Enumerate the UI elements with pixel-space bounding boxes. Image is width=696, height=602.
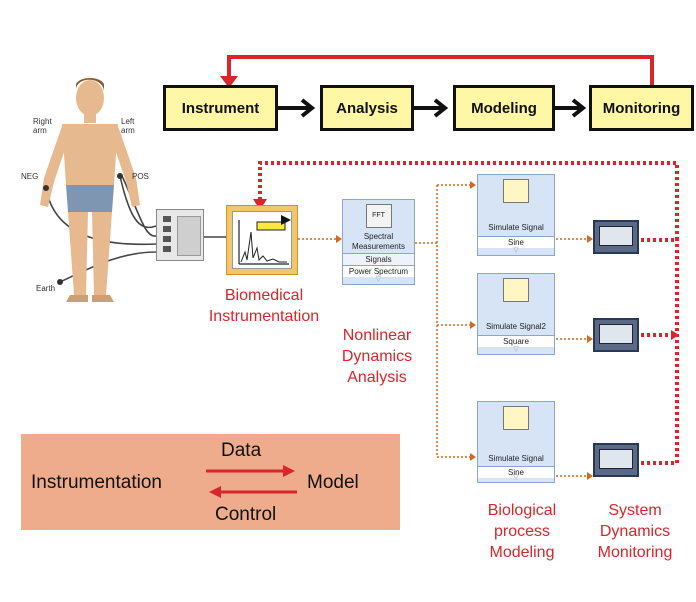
neg-electrode-label: NEG	[21, 172, 39, 181]
spectral-signals-terminal[interactable]: Signals	[343, 253, 414, 265]
flow-arrows	[278, 98, 587, 118]
dotted-feedback-arrowhead	[253, 199, 267, 210]
right-arm-label: Right arm	[33, 117, 52, 135]
biological-process-label: Biological process Modeling	[487, 502, 557, 561]
legend-model-text: Model	[307, 472, 359, 493]
legend-control-text: Control	[215, 504, 277, 525]
signal-type-selector-3[interactable]: Sine	[478, 466, 554, 478]
spectrum-graph-icon	[238, 215, 291, 265]
signal-generator-icon	[503, 278, 529, 302]
simulate-signal-title-1: Simulate Signal	[488, 223, 544, 232]
simulate-signal-title-2: Simulate Signal2	[485, 322, 547, 331]
expand-arrow-icon[interactable]: ▽	[375, 276, 382, 283]
simulate-signal-block-3[interactable]: Simulate Signal Sine ▽	[477, 401, 555, 483]
instrumentation-vi-icon	[226, 205, 298, 275]
left-arm-label: Left arm	[121, 117, 135, 135]
feedback-loop-arrowhead	[220, 76, 238, 88]
waveform-graph-icon-2[interactable]	[593, 318, 639, 352]
human-body-figure	[40, 78, 140, 302]
feedback-loop-arrow	[227, 55, 654, 85]
acquisition-device	[156, 209, 204, 261]
flow-step-monitoring: Monitoring	[589, 85, 694, 131]
simulate-signal-title-3: Simulate Signal	[488, 454, 544, 463]
legend-data-text: Data	[221, 440, 262, 461]
legend-instrumentation-text: Instrumentation	[31, 472, 162, 493]
nonlinear-dynamics-label: Nonlinear Dynamics Analysis	[341, 327, 413, 386]
signal-generator-icon	[503, 406, 529, 430]
expand-arrow-icon[interactable]: ▽	[513, 346, 519, 353]
spectral-mode-selector[interactable]: Power Spectrum	[343, 265, 414, 277]
signal-type-selector-1[interactable]: Sine	[478, 236, 554, 248]
legend-arrows	[206, 465, 297, 498]
data-control-legend: Instrumentation Model Data Control	[21, 434, 400, 530]
flow-step-analysis: Analysis	[320, 85, 414, 131]
orange-wires	[298, 184, 587, 477]
expand-arrow-icon[interactable]: ▽	[513, 474, 519, 481]
signal-type-selector-2[interactable]: Square	[478, 335, 554, 347]
waveform-graph-icon-1[interactable]	[593, 220, 639, 254]
flow-step-modeling: Modeling	[453, 85, 555, 131]
earth-electrode-label: Earth	[36, 284, 56, 293]
dotted-output-lines	[641, 238, 679, 465]
simulate-signal-block-1[interactable]: Simulate Signal Sine ▽	[477, 174, 555, 256]
system-dynamics-label: System Dynamics Monitoring	[597, 502, 673, 561]
biomedical-instrumentation-label: Biomedical Instrumentation	[208, 287, 320, 325]
signal-generator-icon	[503, 179, 529, 203]
flow-step-instrument: Instrument	[163, 85, 278, 131]
simulate-signal-block-2[interactable]: Simulate Signal2 Square ▽	[477, 273, 555, 355]
spectral-measurements-block[interactable]: FFT Spectral Measurements Signals Power …	[342, 199, 415, 285]
dotted-feedback-line	[258, 161, 679, 240]
expand-arrow-icon[interactable]: ▽	[513, 247, 519, 254]
spectral-block-title: Spectral Measurements	[352, 232, 405, 251]
pos-electrode-label: POS	[132, 172, 149, 181]
waveform-graph-icon-3[interactable]	[593, 443, 639, 477]
fft-icon: FFT	[365, 204, 392, 228]
